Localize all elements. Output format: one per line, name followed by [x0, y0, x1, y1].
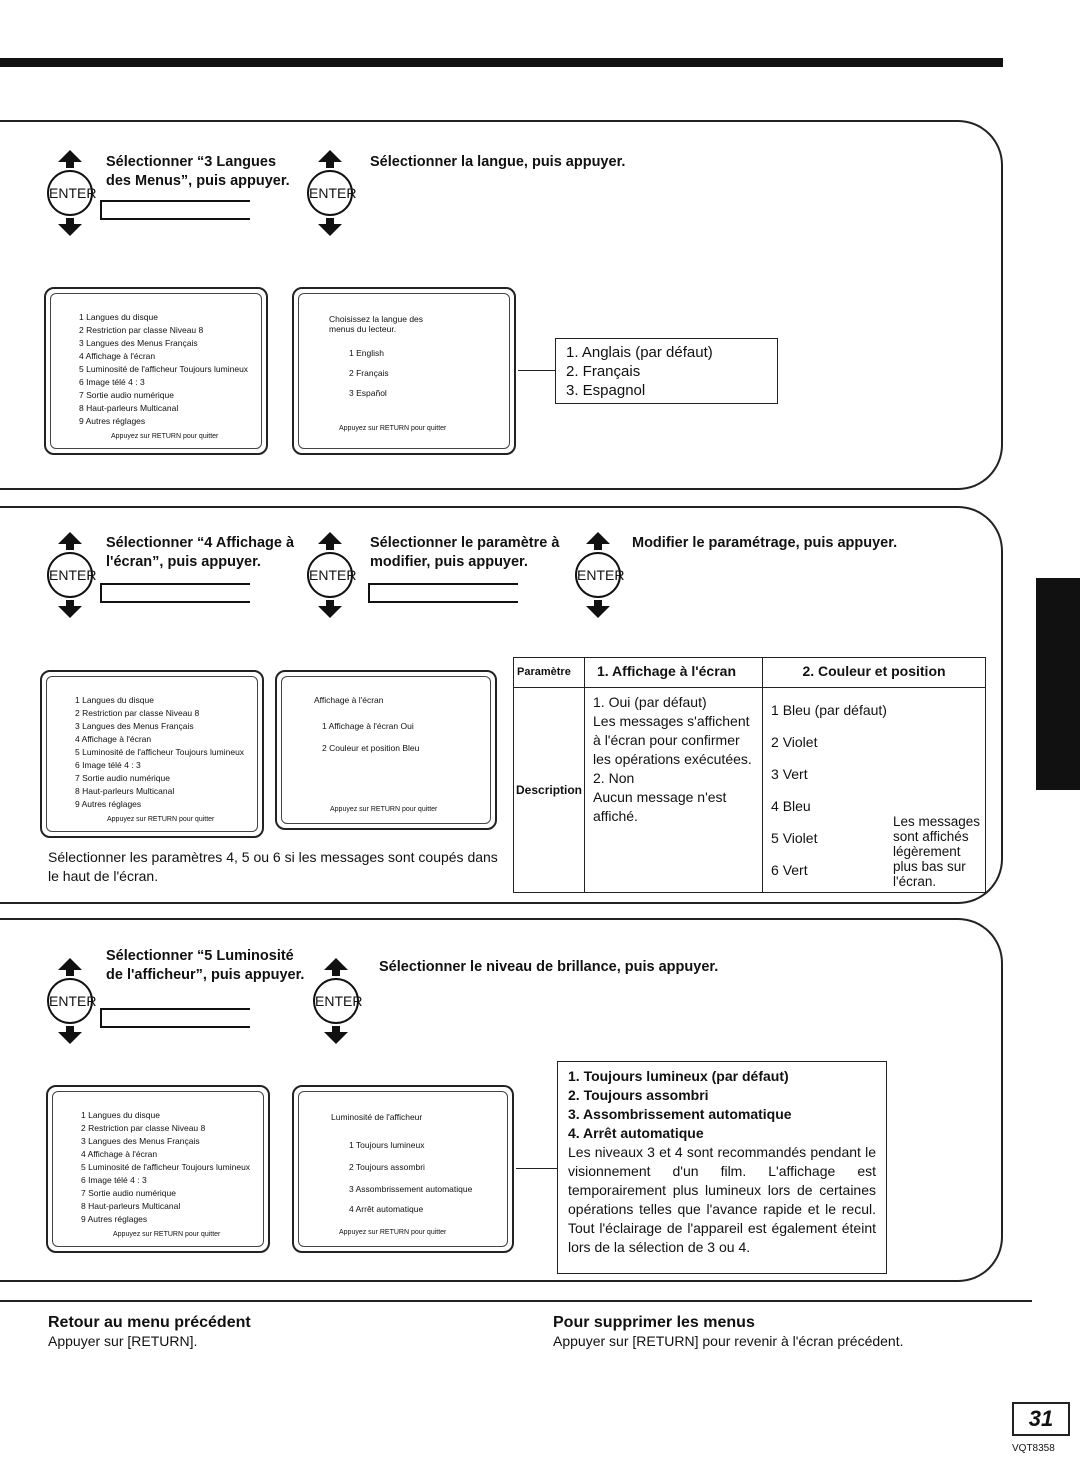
side-tab-label: Paramétrage — [1045, 638, 1064, 742]
step-1b: Sélectionner la langue, puis appuyer. — [370, 154, 626, 170]
footer-rule — [0, 1300, 1032, 1302]
enter-button[interactable]: ENTER — [44, 150, 96, 236]
doc-code: VQT8358 — [1012, 1443, 1055, 1454]
return-heading: Retour au menu précédent — [48, 1314, 251, 1331]
top-rule — [0, 58, 1003, 67]
connector-line — [516, 1168, 558, 1169]
connector-line — [518, 370, 556, 371]
return-text: Appuyer sur [RETURN]. — [48, 1333, 198, 1349]
arrow-icon — [368, 583, 518, 603]
arrow-icon — [100, 200, 250, 220]
osd-language-menu: Choisissez la langue des menus du lecteu… — [292, 287, 516, 455]
arrow-icon — [100, 583, 250, 603]
step-1a: Sélectionner “3 Langues des Menus”, puis… — [106, 154, 290, 189]
enter-button[interactable]: ENTER — [44, 958, 96, 1044]
brightness-options: 1. Toujours lumineux (par défaut)2. Touj… — [557, 1061, 887, 1274]
enter-button[interactable]: ENTER — [310, 958, 362, 1044]
step-2c: Modifier le paramétrage, puis appuyer. — [632, 535, 898, 551]
page-number: 31 — [1012, 1402, 1070, 1436]
step-3b: Sélectionner le niveau de brillance, pui… — [379, 959, 719, 975]
enter-button[interactable]: ENTER — [304, 150, 356, 236]
step-2a: Sélectionner “4 Affichage à l'écran”, pu… — [106, 535, 295, 570]
side-tab — [1036, 578, 1080, 790]
exit-text: Appuyer sur [RETURN] pour revenir à l'éc… — [553, 1333, 904, 1349]
step-3a: Sélectionner “5 Luminosité de l'afficheu… — [106, 948, 305, 983]
section-1 — [0, 120, 1003, 490]
enter-button[interactable]: ENTER — [44, 532, 96, 618]
section-3 — [0, 918, 1003, 1282]
arrow-icon — [100, 1008, 250, 1028]
enter-button[interactable]: ENTER — [572, 532, 624, 618]
exit-heading: Pour supprimer les menus — [553, 1314, 755, 1331]
enter-button[interactable]: ENTER — [304, 532, 356, 618]
step-2b: Sélectionner le paramètre à modifier, pu… — [370, 535, 560, 570]
section-2-note: Sélectionner les paramètres 4, 5 ou 6 si… — [48, 849, 498, 884]
section-2 — [0, 506, 1003, 904]
